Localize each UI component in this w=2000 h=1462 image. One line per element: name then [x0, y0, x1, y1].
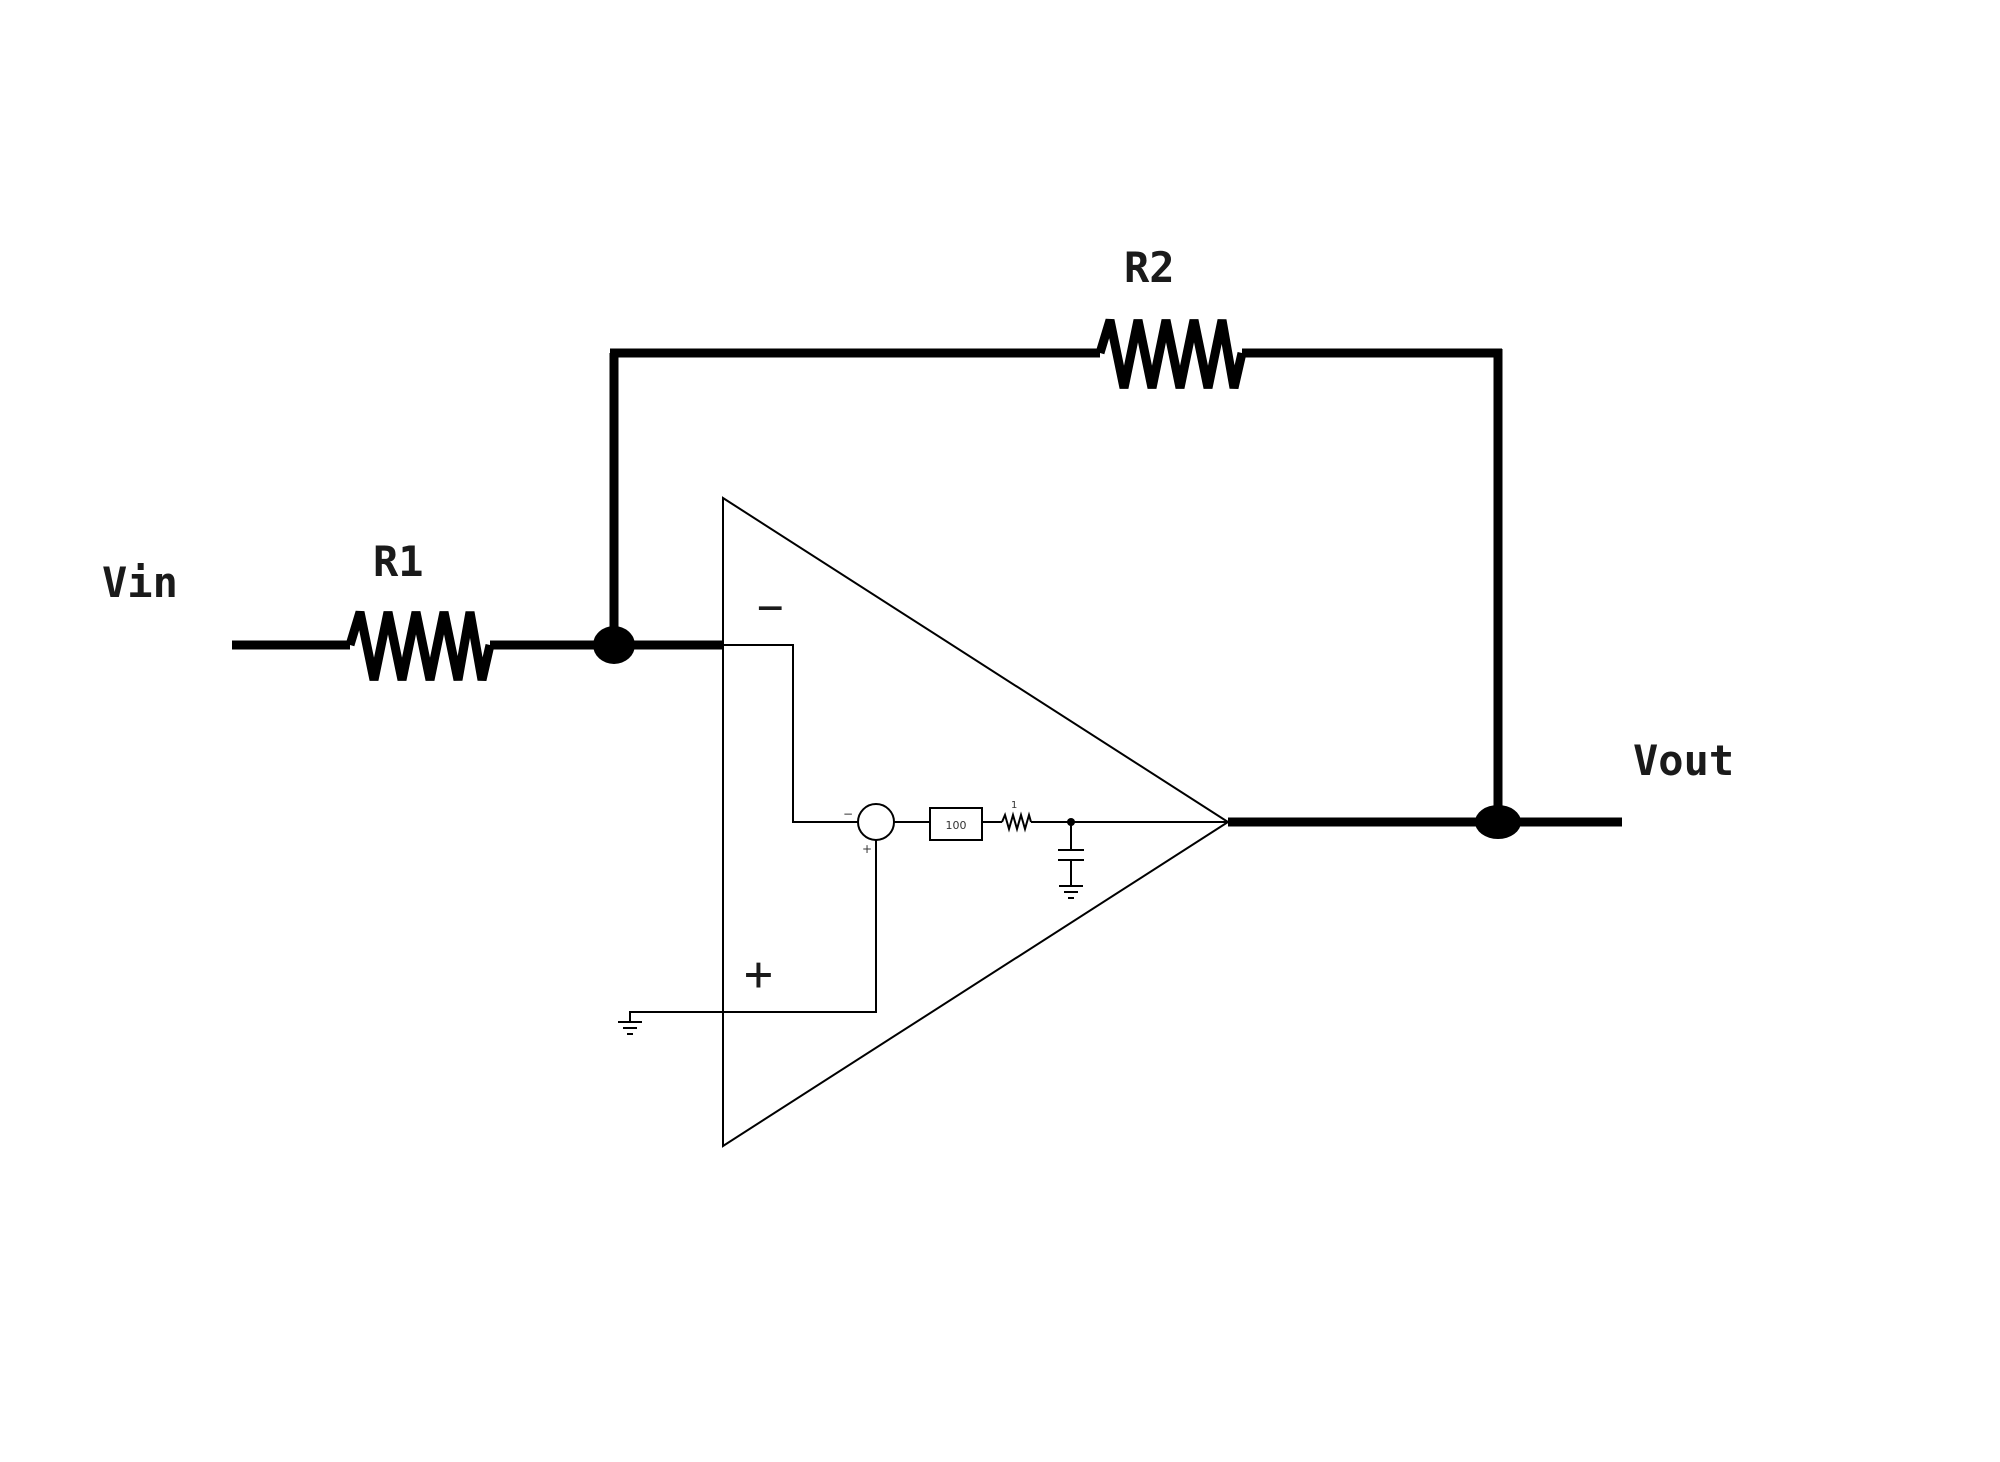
vin-label: Vin: [102, 558, 178, 607]
summer-plus-sign: +: [862, 842, 872, 856]
internal-inverting-wire: [723, 644, 858, 823]
output-junction-node: [1475, 805, 1521, 839]
summer-circle: [857, 803, 895, 841]
r1-label: R1: [373, 537, 424, 586]
gain-block: [929, 807, 983, 841]
op-amp-triangle: [722, 496, 1230, 1148]
inverting-input-sign: −: [757, 582, 784, 633]
resistor-r2: [1095, 318, 1247, 390]
gain-block-label: 100: [946, 819, 967, 832]
internal-resistor: [1001, 811, 1032, 833]
internal-resistor-label: 1: [1011, 800, 1017, 811]
noninverting-wire: [629, 840, 877, 1022]
resistor-r1: [345, 610, 495, 682]
capacitor-ground-icon: [1059, 885, 1083, 899]
noninverting-input-sign: +: [744, 946, 773, 1002]
summer-minus-sign: −: [843, 807, 853, 821]
noninverting-ground-icon: [618, 1021, 642, 1035]
r2-label: R2: [1124, 243, 1175, 292]
input-junction-node: [593, 626, 635, 664]
vout-label: Vout: [1633, 736, 1734, 785]
